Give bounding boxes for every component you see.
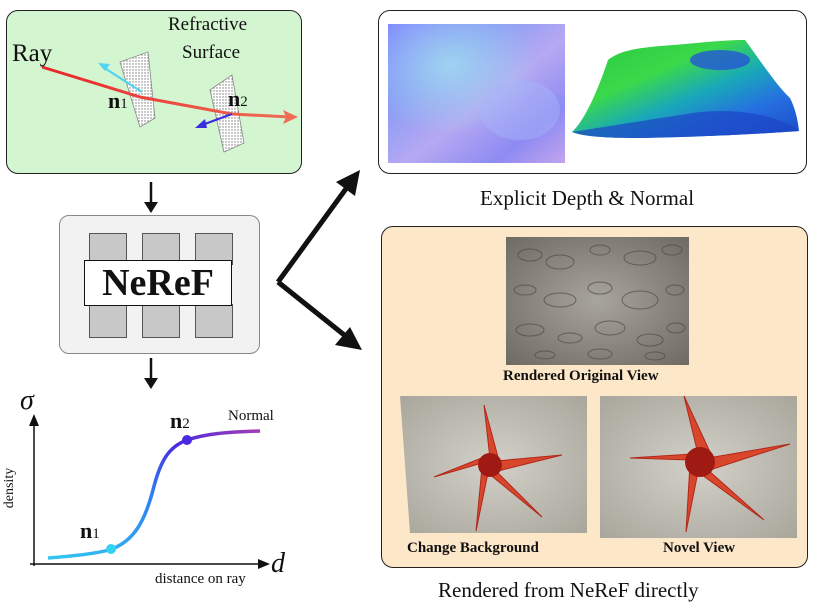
plot-curve-label: Normal xyxy=(228,408,274,424)
starfish-2 xyxy=(629,395,791,533)
refraction-n2-label: n2 xyxy=(228,86,248,111)
ray-arrowhead xyxy=(283,110,298,124)
stones-texture xyxy=(513,244,686,361)
plot-point-n1 xyxy=(106,544,116,554)
refractive-label-1: Refractive xyxy=(168,14,248,35)
model-pillar-top-middle xyxy=(142,233,180,265)
plot-n2-label: n2 xyxy=(170,408,190,433)
arrow-to-depth xyxy=(275,184,351,284)
refraction-panel xyxy=(6,10,302,174)
normal-2-arrow xyxy=(201,112,233,127)
rendered-caption: Rendered from NeReF directly xyxy=(438,578,699,602)
plot-x-symbol: d xyxy=(271,548,285,579)
model-label: NeReF xyxy=(84,260,232,306)
novel-view-label: Novel View xyxy=(663,540,736,556)
starfish-1 xyxy=(433,404,563,532)
plot-y-label: density xyxy=(2,467,18,509)
refractive-label-2: Surface xyxy=(182,42,241,63)
depth-normal-panel xyxy=(378,10,807,174)
model-pillar-bottom-right xyxy=(195,304,233,338)
plot-n1-label: n1 xyxy=(80,518,100,543)
change-background-label: Change Background xyxy=(407,540,539,556)
plot-y-symbol: σ xyxy=(20,385,34,416)
model-pillar-bottom-middle xyxy=(142,304,180,338)
ray-label: Ray xyxy=(12,40,53,67)
plot-point-n2 xyxy=(182,435,192,445)
ray-line xyxy=(41,65,291,119)
model-pillar-top-right xyxy=(195,233,233,265)
original-view-label: Rendered Original View xyxy=(503,368,659,384)
arrow-to-rendered xyxy=(276,280,350,340)
depth-normal-caption: Explicit Depth & Normal xyxy=(480,186,695,210)
plot-x-label: distance on ray xyxy=(155,571,246,587)
refraction-n1-label: n1 xyxy=(108,88,128,113)
density-curve xyxy=(47,429,261,560)
model-pillar-bottom-left xyxy=(89,304,127,338)
stones-image xyxy=(506,237,689,365)
normal-1-arrow xyxy=(102,66,143,93)
